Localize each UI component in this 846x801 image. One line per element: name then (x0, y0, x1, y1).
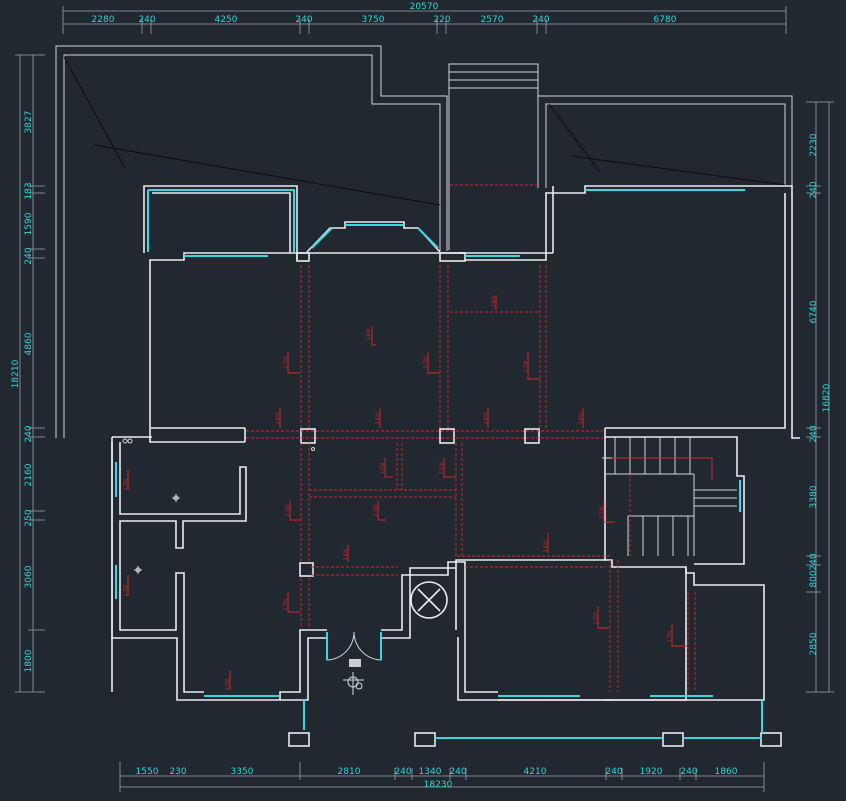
svg-text:2.800: 2.800 (366, 328, 371, 340)
bottom-dimension: 1860 (715, 767, 738, 777)
right-dimension-chain: 16820 2230 240 6740 240 3380 240 800 285… (806, 101, 834, 693)
right-dimension: 240 (809, 181, 819, 198)
staircase (602, 437, 737, 556)
bottom-dimension: 1920 (640, 767, 663, 777)
top-dimension: 240 (532, 15, 549, 25)
svg-text:2.750: 2.750 (373, 504, 378, 516)
left-dimension: 2160 (24, 463, 34, 486)
column (439, 252, 466, 262)
left-dimension: 1590 (24, 212, 34, 235)
ceiling-plan (246, 184, 696, 692)
right-dimension: 6740 (809, 300, 819, 323)
right-total-dimension: 16820 (822, 383, 832, 412)
left-dimension-chain: 18210 3827 183 1590 240 4860 240 2160 25… (11, 54, 45, 693)
bottom-total-dimension: 18230 (424, 780, 453, 790)
column (296, 252, 310, 262)
left-dimension: 250 (24, 509, 34, 526)
windows (115, 189, 763, 739)
svg-text:2.650: 2.650 (343, 548, 348, 560)
left-dimension: 4860 (24, 332, 34, 355)
top-dimension: 4250 (215, 15, 238, 25)
bottom-dimension: 240 (680, 767, 697, 777)
right-dimension: 2230 (809, 133, 819, 156)
column (288, 732, 310, 747)
column (439, 428, 455, 444)
column (524, 428, 540, 444)
svg-text:2.750: 2.750 (285, 504, 290, 516)
right-dimension: 240 (809, 553, 819, 570)
ceiling-light-icon (122, 438, 315, 574)
bottom-dimension: 2810 (338, 767, 361, 777)
svg-text:2.750: 2.750 (593, 612, 598, 624)
svg-text:2.650: 2.650 (275, 412, 280, 424)
left-dimension: 3060 (24, 565, 34, 588)
bottom-dimension: 230 (169, 767, 186, 777)
top-dimension: 240 (138, 15, 155, 25)
bottom-dimension: 240 (449, 767, 466, 777)
top-dimension: 220 (433, 15, 450, 25)
left-total-dimension: 18210 (11, 359, 21, 388)
entry-door (326, 631, 382, 661)
bottom-dimension: 4210 (524, 767, 547, 777)
bottom-dimension: 1550 (136, 767, 159, 777)
svg-text:2.650: 2.650 (543, 540, 548, 552)
svg-text:2.750: 2.750 (667, 630, 672, 642)
right-dimension: 800 (809, 570, 819, 587)
column (662, 732, 684, 747)
left-dimension: 3827 (24, 111, 34, 134)
left-dimension: 240 (24, 247, 34, 264)
top-dimension: 240 (295, 15, 312, 25)
columns (288, 252, 782, 747)
elevator-shaft (410, 581, 448, 619)
svg-text:2.750: 2.750 (225, 678, 230, 690)
top-total-dimension: 20570 (410, 2, 439, 12)
svg-text:2.650: 2.650 (375, 412, 380, 424)
svg-text:2.750: 2.750 (423, 356, 428, 368)
right-dimension: 240 (809, 425, 819, 442)
top-dimension: 2280 (92, 15, 115, 25)
column (299, 562, 314, 577)
bottom-dimension: 1340 (419, 767, 442, 777)
svg-text:2.750: 2.750 (523, 360, 528, 372)
bottom-dimension: 240 (394, 767, 411, 777)
planter-icon (343, 659, 364, 695)
left-dimension: 240 (24, 425, 34, 442)
top-dimension: 3750 (362, 15, 385, 25)
svg-text:2.750: 2.750 (599, 506, 604, 518)
bottom-dimension: 240 (605, 767, 622, 777)
left-dimension: 1800 (24, 649, 34, 672)
svg-text:2.750: 2.750 (123, 478, 128, 490)
bottom-dimension: 3350 (231, 767, 254, 777)
svg-text:2.750: 2.750 (123, 584, 128, 596)
right-dimension: 2850 (809, 632, 819, 655)
column (300, 428, 316, 444)
column (760, 732, 782, 747)
svg-text:2.750: 2.750 (380, 462, 385, 474)
right-dimension: 3380 (809, 485, 819, 508)
svg-text:2.750: 2.750 (439, 462, 444, 474)
svg-text:2.650: 2.650 (578, 412, 583, 424)
top-dimension: 2570 (481, 15, 504, 25)
ceiling-level-markers: 2.800 2.750 2.750 2.750 2.650 2.650 2.65… (123, 295, 713, 690)
top-dimension: 6780 (654, 15, 677, 25)
svg-text:2.800: 2.800 (491, 295, 496, 307)
roof-outline (55, 45, 793, 438)
left-dimension: 183 (24, 182, 34, 199)
top-dimension-chain: 20570 2280 240 4250 240 3750 220 2570 24… (62, 2, 787, 34)
svg-text:2.750: 2.750 (283, 356, 288, 368)
bottom-dimension-chain: 1550 230 3350 2810 240 1340 240 4210 240… (119, 762, 765, 792)
svg-text:2.650: 2.650 (483, 412, 488, 424)
column (414, 732, 436, 747)
svg-text:2.750: 2.750 (283, 598, 288, 610)
